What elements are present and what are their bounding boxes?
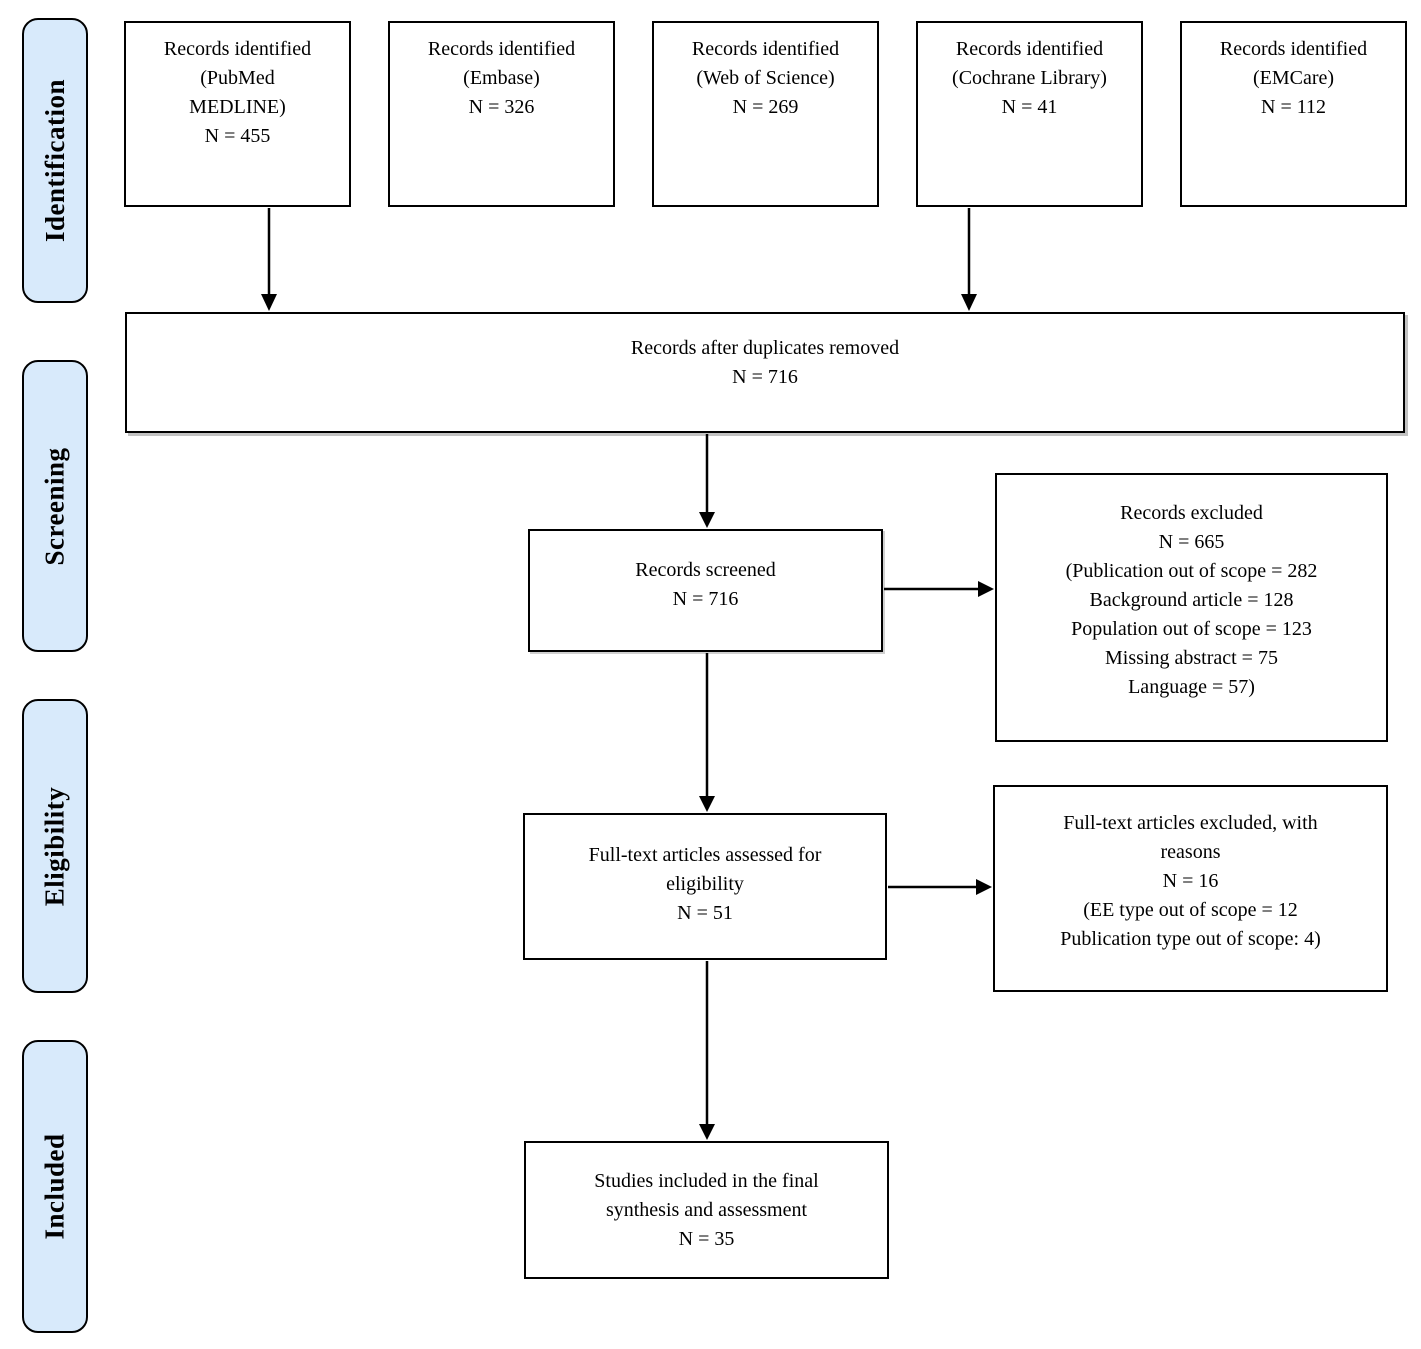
arrow-fulltext-to-included	[699, 961, 715, 1140]
box-records-identified-emcare: Records identified (EMCare) N = 112	[1180, 21, 1407, 207]
stage-label-eligibility-text: Eligibility	[39, 786, 70, 906]
arrow-dedup-to-screened	[699, 434, 715, 528]
box-records-screened-text: Records screened N = 716	[635, 559, 776, 610]
box-studies-included-text: Studies included in the final synthesis …	[594, 1170, 819, 1250]
stage-label-eligibility: Eligibility	[22, 699, 88, 993]
stage-label-screening-text: Screening	[39, 447, 70, 565]
box-fulltext-excluded-text: Full-text articles excluded, with reason…	[1060, 812, 1321, 950]
arrow-screened-to-fulltext	[699, 653, 715, 812]
box-records-screened: Records screened N = 716	[528, 529, 883, 652]
arrow-fulltext-to-excluded	[888, 879, 992, 895]
box-records-identified-web-of-science: Records identified (Web of Science) N = …	[652, 21, 879, 207]
box-records-identified-embase-text: Records identified (Embase) N = 326	[427, 38, 576, 118]
stage-label-identification-text: Identification	[39, 78, 70, 243]
box-fulltext-assessed-text: Full-text articles assessed for eligibil…	[588, 844, 822, 924]
box-fulltext-assessed: Full-text articles assessed for eligibil…	[523, 813, 887, 960]
box-records-excluded-text: Records excluded N = 665 (Publication ou…	[1065, 502, 1318, 698]
box-records-identified-embase: Records identified (Embase) N = 326	[388, 21, 615, 207]
box-records-after-duplicates-removed: Records after duplicates removed N = 716	[125, 312, 1405, 433]
stage-label-included: Included	[22, 1040, 88, 1333]
box-records-after-duplicates-removed-text: Records after duplicates removed N = 716	[630, 337, 900, 388]
box-fulltext-excluded: Full-text articles excluded, with reason…	[993, 785, 1388, 992]
box-records-identified-web-of-science-text: Records identified (Web of Science) N = …	[691, 38, 840, 118]
box-records-identified-emcare-text: Records identified (EMCare) N = 112	[1219, 38, 1368, 118]
arrow-cochrane-to-dedup	[961, 208, 977, 311]
box-records-identified-cochrane-library: Records identified (Cochrane Library) N …	[916, 21, 1143, 207]
arrow-pubmed-to-dedup	[261, 208, 277, 311]
stage-label-included-text: Included	[39, 1133, 70, 1240]
box-records-identified-cochrane-library-text: Records identified (Cochrane Library) N …	[952, 38, 1107, 118]
box-studies-included: Studies included in the final synthesis …	[524, 1141, 889, 1279]
stage-label-identification: Identification	[22, 18, 88, 303]
box-records-identified-pubmed-medline: Records identified (PubMed MEDLINE) N = …	[124, 21, 351, 207]
box-records-identified-pubmed-medline-text: Records identified (PubMed MEDLINE) N = …	[163, 38, 312, 147]
stage-label-screening: Screening	[22, 360, 88, 652]
box-records-excluded: Records excluded N = 665 (Publication ou…	[995, 473, 1388, 742]
arrow-screened-to-excluded	[884, 581, 994, 597]
